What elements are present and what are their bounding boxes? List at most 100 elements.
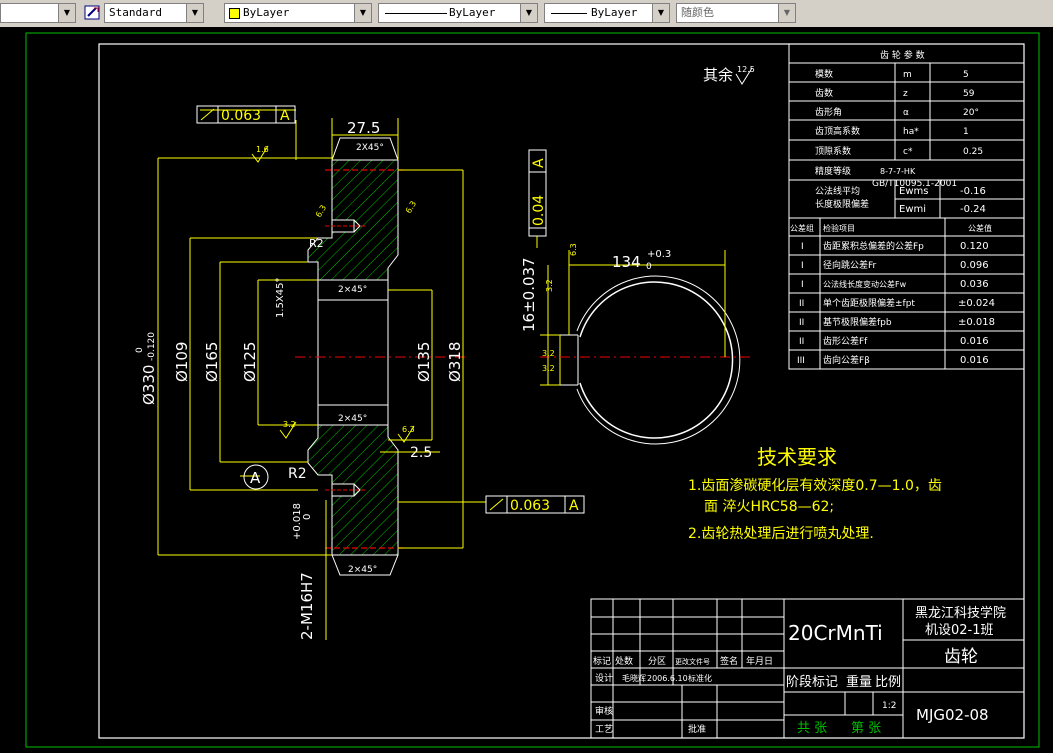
check-item: 径向跳公差Fr xyxy=(823,259,877,271)
dim-thread-tol: +0.018 xyxy=(292,503,303,540)
check-group: II xyxy=(799,299,804,309)
lineweight-value: ByLayer xyxy=(591,6,638,19)
check-val: 0.016 xyxy=(960,336,989,347)
layer-color-swatch-icon xyxy=(229,8,240,19)
roughness-value: 3.2 xyxy=(542,364,555,373)
roughness-value: 1.6 xyxy=(256,145,269,154)
wn-label: 长度极限偏差 xyxy=(815,198,869,210)
drawing-canvas[interactable]: 0.063 A 0.063 A 27.5 2X45° 2×45° 2×45° 2… xyxy=(0,27,1053,753)
part-name: 齿轮 xyxy=(944,647,978,667)
check-group: I xyxy=(801,280,804,290)
dim-thread: 2-M16H7 xyxy=(298,572,316,640)
ewms-sym: Ewms xyxy=(899,186,928,197)
check-item: 齿距累积总偏差的公差Fp xyxy=(823,240,924,252)
standard-label: 标准化 xyxy=(688,673,712,683)
param-name: 齿顶高系数 xyxy=(815,125,860,137)
title-block-text: 20CrMnTi 黑龙江科技学院 机设02-1班 齿轮 MJG02-08 标记 … xyxy=(593,605,1006,736)
weight-label: 重量 xyxy=(846,674,872,690)
chevron-down-icon[interactable]: ▼ xyxy=(186,4,203,22)
tol-value: 0.063 xyxy=(221,108,261,124)
check-val: 0.096 xyxy=(960,260,989,271)
param-sym: α xyxy=(903,108,909,118)
properties-toolbar: ▼ Standard ▼ ByLayer ▼ ByLayer ▼ ByLayer… xyxy=(0,0,1053,28)
scale-value: 1:2 xyxy=(882,701,896,711)
gear-section-view[interactable] xyxy=(295,137,465,576)
dim-keyway-depth-tol0: 0 xyxy=(646,262,652,272)
chevron-down-icon[interactable]: ▼ xyxy=(778,4,795,22)
header-docno: 更改文件号 xyxy=(675,657,710,666)
plot-style-value: 随颜色 xyxy=(681,6,714,19)
check-item: 齿向公差Fβ xyxy=(823,354,870,366)
check-item: 单个齿距极限偏差±fpt xyxy=(823,297,915,309)
dim-2-5: 2.5 xyxy=(410,445,432,461)
check-item: 齿形公差Ff xyxy=(823,335,868,347)
layer-combo[interactable]: ByLayer ▼ xyxy=(224,3,372,23)
dim-thread-tol0: 0 xyxy=(302,514,313,520)
roughness-value: 3.2 xyxy=(545,279,554,292)
tol-frame-key[interactable]: 0.04 A xyxy=(528,149,547,248)
dim-d109: Ø109 xyxy=(173,342,191,382)
dim-r2-bottom: R2 xyxy=(288,466,307,482)
keyway-view[interactable] xyxy=(540,250,752,445)
tol-ref: A xyxy=(280,108,290,124)
layer-value: ByLayer xyxy=(243,6,290,19)
keyway-roughness: 6.3 3.2 3.2 3.2 xyxy=(542,243,578,373)
dim-od: Ø330 xyxy=(140,365,158,405)
check-group: II xyxy=(799,318,804,328)
ewmi-val: -0.24 xyxy=(960,204,986,215)
check-val: 0.120 xyxy=(960,241,989,252)
plot-style-combo[interactable]: 随颜色 ▼ xyxy=(676,3,796,23)
dim-keyway-width: 16±0.037 xyxy=(520,257,538,332)
check-val: 0.036 xyxy=(960,279,989,290)
check-item: 基节极限偏差fpb xyxy=(823,316,892,328)
tol-value: 0.04 xyxy=(531,195,547,226)
param-val: 1 xyxy=(963,127,969,137)
sheets-total: 共 张 xyxy=(797,721,827,736)
chevron-down-icon[interactable]: ▼ xyxy=(354,4,371,22)
dim-r2-top: R2 xyxy=(309,237,324,250)
roughness-value: 3.2 xyxy=(283,420,296,429)
dim-d165: Ø165 xyxy=(203,342,221,382)
line-sample-icon xyxy=(551,13,587,14)
header-zone: 分区 xyxy=(648,656,666,667)
chevron-down-icon[interactable]: ▼ xyxy=(520,4,537,22)
linetype-combo[interactable]: ByLayer ▼ xyxy=(378,3,538,23)
header-count: 处数 xyxy=(615,655,633,667)
tol-value: 0.063 xyxy=(510,498,550,514)
gear-parameter-table xyxy=(788,43,1025,370)
dim-keyway-depth-tol: +0.3 xyxy=(647,249,671,260)
roughness-value: 6.3 xyxy=(404,199,418,215)
dim-d125: Ø125 xyxy=(241,342,259,382)
check-group: I xyxy=(801,261,804,271)
text-style-icon[interactable] xyxy=(84,4,102,22)
review-label: 审核 xyxy=(595,705,613,717)
sheet-number: 第 张 xyxy=(851,721,881,736)
dim-chamfer-bottom: 2×45° xyxy=(348,565,377,575)
dim-od-upper: 0 xyxy=(135,347,145,353)
dim-chamfer-top: 2X45° xyxy=(356,143,384,153)
header-sign: 签名 xyxy=(720,655,738,667)
line-sample-icon xyxy=(385,13,447,14)
tol-ref: A xyxy=(531,158,547,168)
tech-line: 面 淬火HRC58—62; xyxy=(704,499,834,515)
scale-label: 比例 xyxy=(875,675,901,690)
param-sym: c* xyxy=(903,147,913,157)
title-block-grid xyxy=(590,598,1025,739)
lineweight-combo[interactable]: ByLayer ▼ xyxy=(544,3,670,23)
design-label: 设计 xyxy=(595,672,613,684)
tol-frame-bottom[interactable]: 0.063 A xyxy=(485,495,585,514)
tol-frame-top[interactable]: 0.063 A xyxy=(196,105,296,124)
header-item: 检验项目 xyxy=(823,223,855,233)
chevron-down-icon[interactable]: ▼ xyxy=(652,4,669,22)
param-name: 齿形角 xyxy=(815,106,842,118)
workspace-combo[interactable]: ▼ xyxy=(0,3,76,23)
datum-a-symbol[interactable]: A xyxy=(243,464,269,490)
linetype-value: ByLayer xyxy=(449,6,496,19)
ewms-val: -0.16 xyxy=(960,186,986,197)
check-item: 公法线长度变动公差Fw xyxy=(823,279,907,289)
param-name: 顶隙系数 xyxy=(815,145,851,157)
text-style-combo[interactable]: Standard ▼ xyxy=(104,3,204,23)
process-label: 工艺 xyxy=(595,724,613,735)
sheet-frame xyxy=(98,43,1025,739)
chevron-down-icon[interactable]: ▼ xyxy=(58,4,75,22)
